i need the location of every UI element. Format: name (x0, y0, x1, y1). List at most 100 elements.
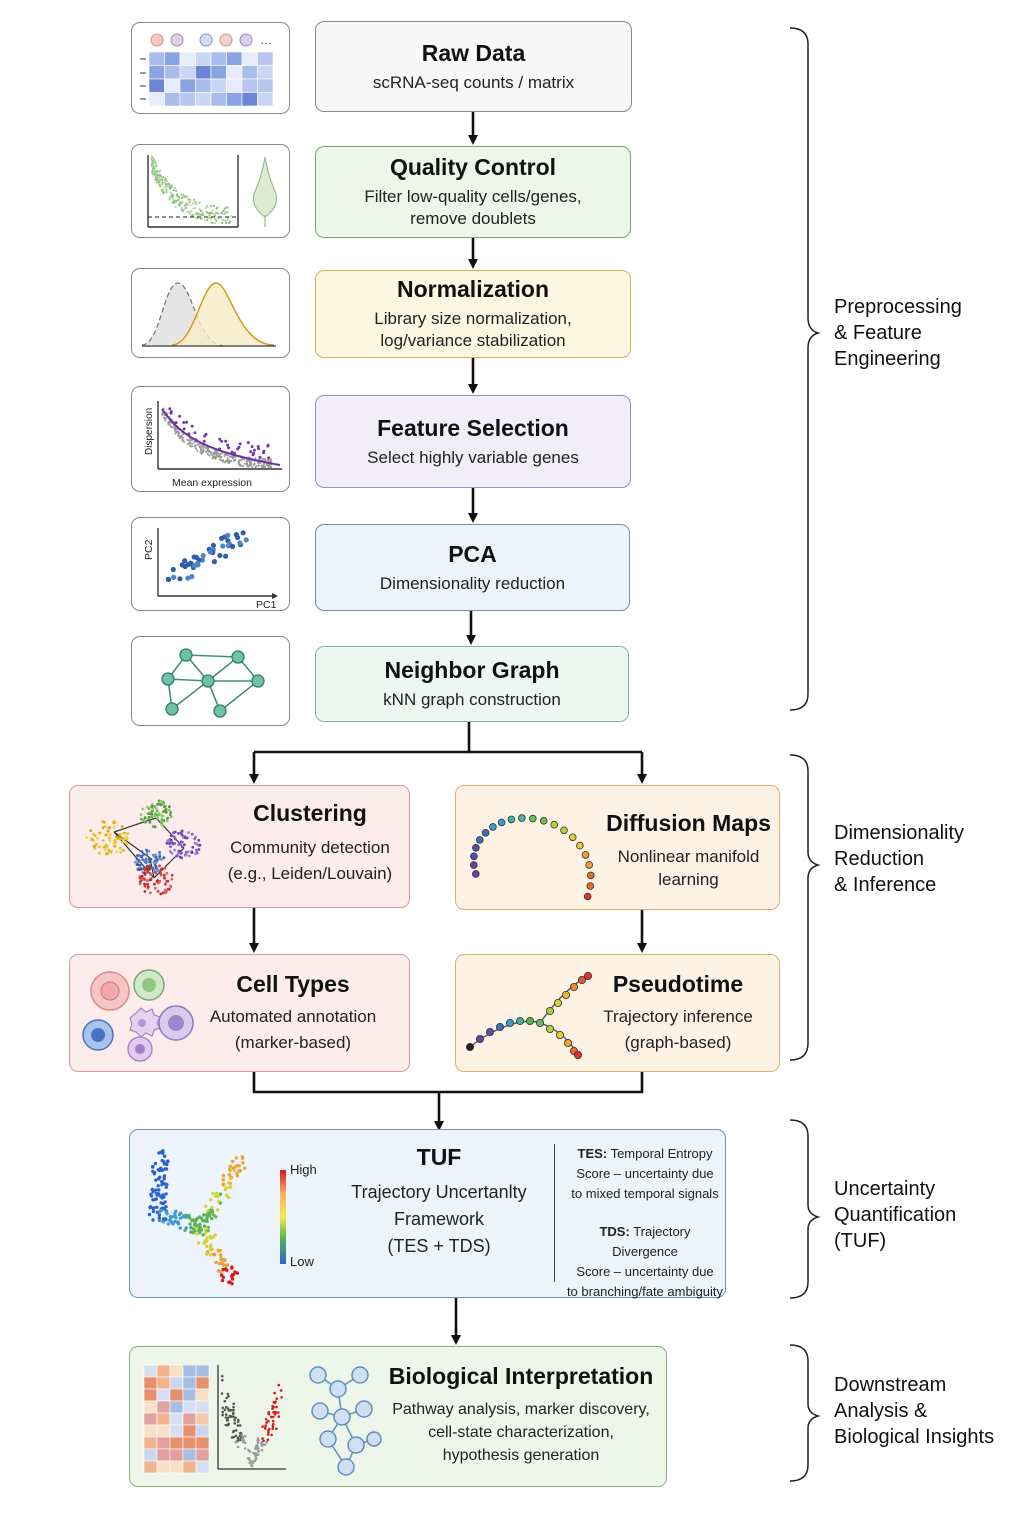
qc-point (168, 197, 171, 201)
volcano-plot-icon (217, 1365, 286, 1470)
tuf-cell-point (161, 1220, 165, 1224)
cluster-point (92, 845, 96, 848)
cluster-point (156, 816, 160, 820)
tuf-cell-point (151, 1198, 155, 1202)
volcano-point (257, 1449, 260, 1453)
gene-point (167, 422, 170, 425)
qc-point (205, 205, 209, 209)
pca-point (225, 532, 231, 538)
quality-control-thumbnail (131, 144, 290, 238)
cluster-point (180, 845, 184, 849)
clustering-subtitle: Community detection (e.g., Leiden/Louvai… (227, 838, 393, 883)
qc-point (222, 209, 225, 212)
cluster-point (147, 860, 151, 864)
qc-point (178, 196, 181, 199)
heatmap-cell (143, 1424, 158, 1438)
gene-point (251, 465, 254, 469)
qc-point (223, 207, 226, 210)
cluster-point (104, 825, 107, 828)
tuf-cell-point (155, 1205, 159, 1209)
quality-control-subtitle: Filter low-quality cells/genes, remove d… (364, 187, 582, 228)
volcano-point (254, 1458, 257, 1462)
heatmap-cell (257, 92, 274, 107)
gene-point (161, 413, 164, 416)
tuf-cell-point (212, 1213, 216, 1217)
quality-control-title: Quality Control (389, 154, 557, 180)
pca-point (237, 540, 243, 546)
qc-point (177, 199, 180, 202)
heatmap-cell (179, 65, 196, 80)
qc-point (156, 178, 159, 181)
volcano-point (267, 1419, 270, 1423)
cluster-point (184, 853, 188, 856)
normalization-subtitle: Library size normalization, log/variance… (374, 309, 572, 350)
qc-point (171, 201, 174, 204)
manifold-point (587, 871, 595, 880)
qc-scatter-violin-icon (147, 155, 278, 228)
cluster-point (160, 821, 163, 825)
cluster-point (164, 810, 168, 814)
pseudotime-point (526, 1017, 535, 1026)
tuf-cell-point (173, 1214, 177, 1218)
cluster-point (106, 829, 110, 833)
qc-point (213, 221, 216, 224)
tuf-cell-point (202, 1213, 206, 1217)
tds-text: Trajectory Divergence Score – uncertaint… (566, 1224, 724, 1299)
heatmap-cell (226, 92, 243, 107)
cluster-point (146, 812, 150, 815)
gene-point (177, 432, 180, 435)
heatmap-cell (195, 1412, 210, 1426)
volcano-point (275, 1427, 278, 1431)
tuf-cell-point (241, 1161, 245, 1165)
tuf-cell-point (161, 1193, 165, 1197)
manifold-point (497, 818, 506, 827)
cluster-point (112, 825, 116, 829)
normalization-thumbnail (131, 268, 290, 358)
diffusion-maps-subtitle: Nonlinear manifold learning (617, 847, 760, 889)
cluster-point (126, 832, 129, 835)
heatmap-cell (195, 78, 212, 93)
cluster-point (124, 840, 127, 844)
cluster-point (138, 863, 142, 867)
volcano-point (277, 1415, 281, 1418)
gene-point (215, 454, 218, 458)
hvg-point (174, 421, 178, 425)
tuf-cell-point (214, 1191, 219, 1195)
cluster-point (190, 851, 194, 854)
volcano-point (236, 1445, 240, 1449)
qc-point (159, 179, 162, 182)
pca-point (166, 577, 172, 583)
tuf-cell-point (157, 1218, 162, 1223)
cluster-point (166, 887, 170, 891)
volcano-point (224, 1413, 228, 1416)
tuf-cell-point (208, 1211, 212, 1216)
tuf-cell-point (243, 1166, 247, 1170)
tuf-cell-point (223, 1258, 227, 1262)
cluster-point (155, 814, 159, 817)
gene-point (241, 465, 245, 468)
volcano-point (220, 1392, 224, 1395)
hvg-point (226, 443, 229, 447)
cluster-point (162, 856, 166, 860)
tuf-cell-point (151, 1218, 155, 1222)
volcano-point (265, 1421, 268, 1424)
cluster-point (160, 814, 163, 817)
cluster-point (118, 837, 122, 841)
volcano-point (277, 1383, 281, 1387)
cluster-point (198, 843, 202, 847)
volcano-point (266, 1438, 270, 1442)
cluster-point (172, 835, 176, 839)
qc-point (162, 191, 165, 195)
qc-point (199, 213, 203, 216)
qc-point (157, 181, 160, 184)
pca-point (229, 543, 236, 550)
gene-point (248, 463, 251, 466)
qc-point (152, 158, 155, 161)
tds-label: TDS: (599, 1224, 630, 1239)
volcano-point (226, 1392, 230, 1396)
hvg-point (258, 455, 262, 459)
gene-point (214, 456, 217, 459)
heatmap-cell (156, 1388, 171, 1402)
manifold-point (560, 826, 568, 835)
cluster-point (164, 888, 167, 892)
